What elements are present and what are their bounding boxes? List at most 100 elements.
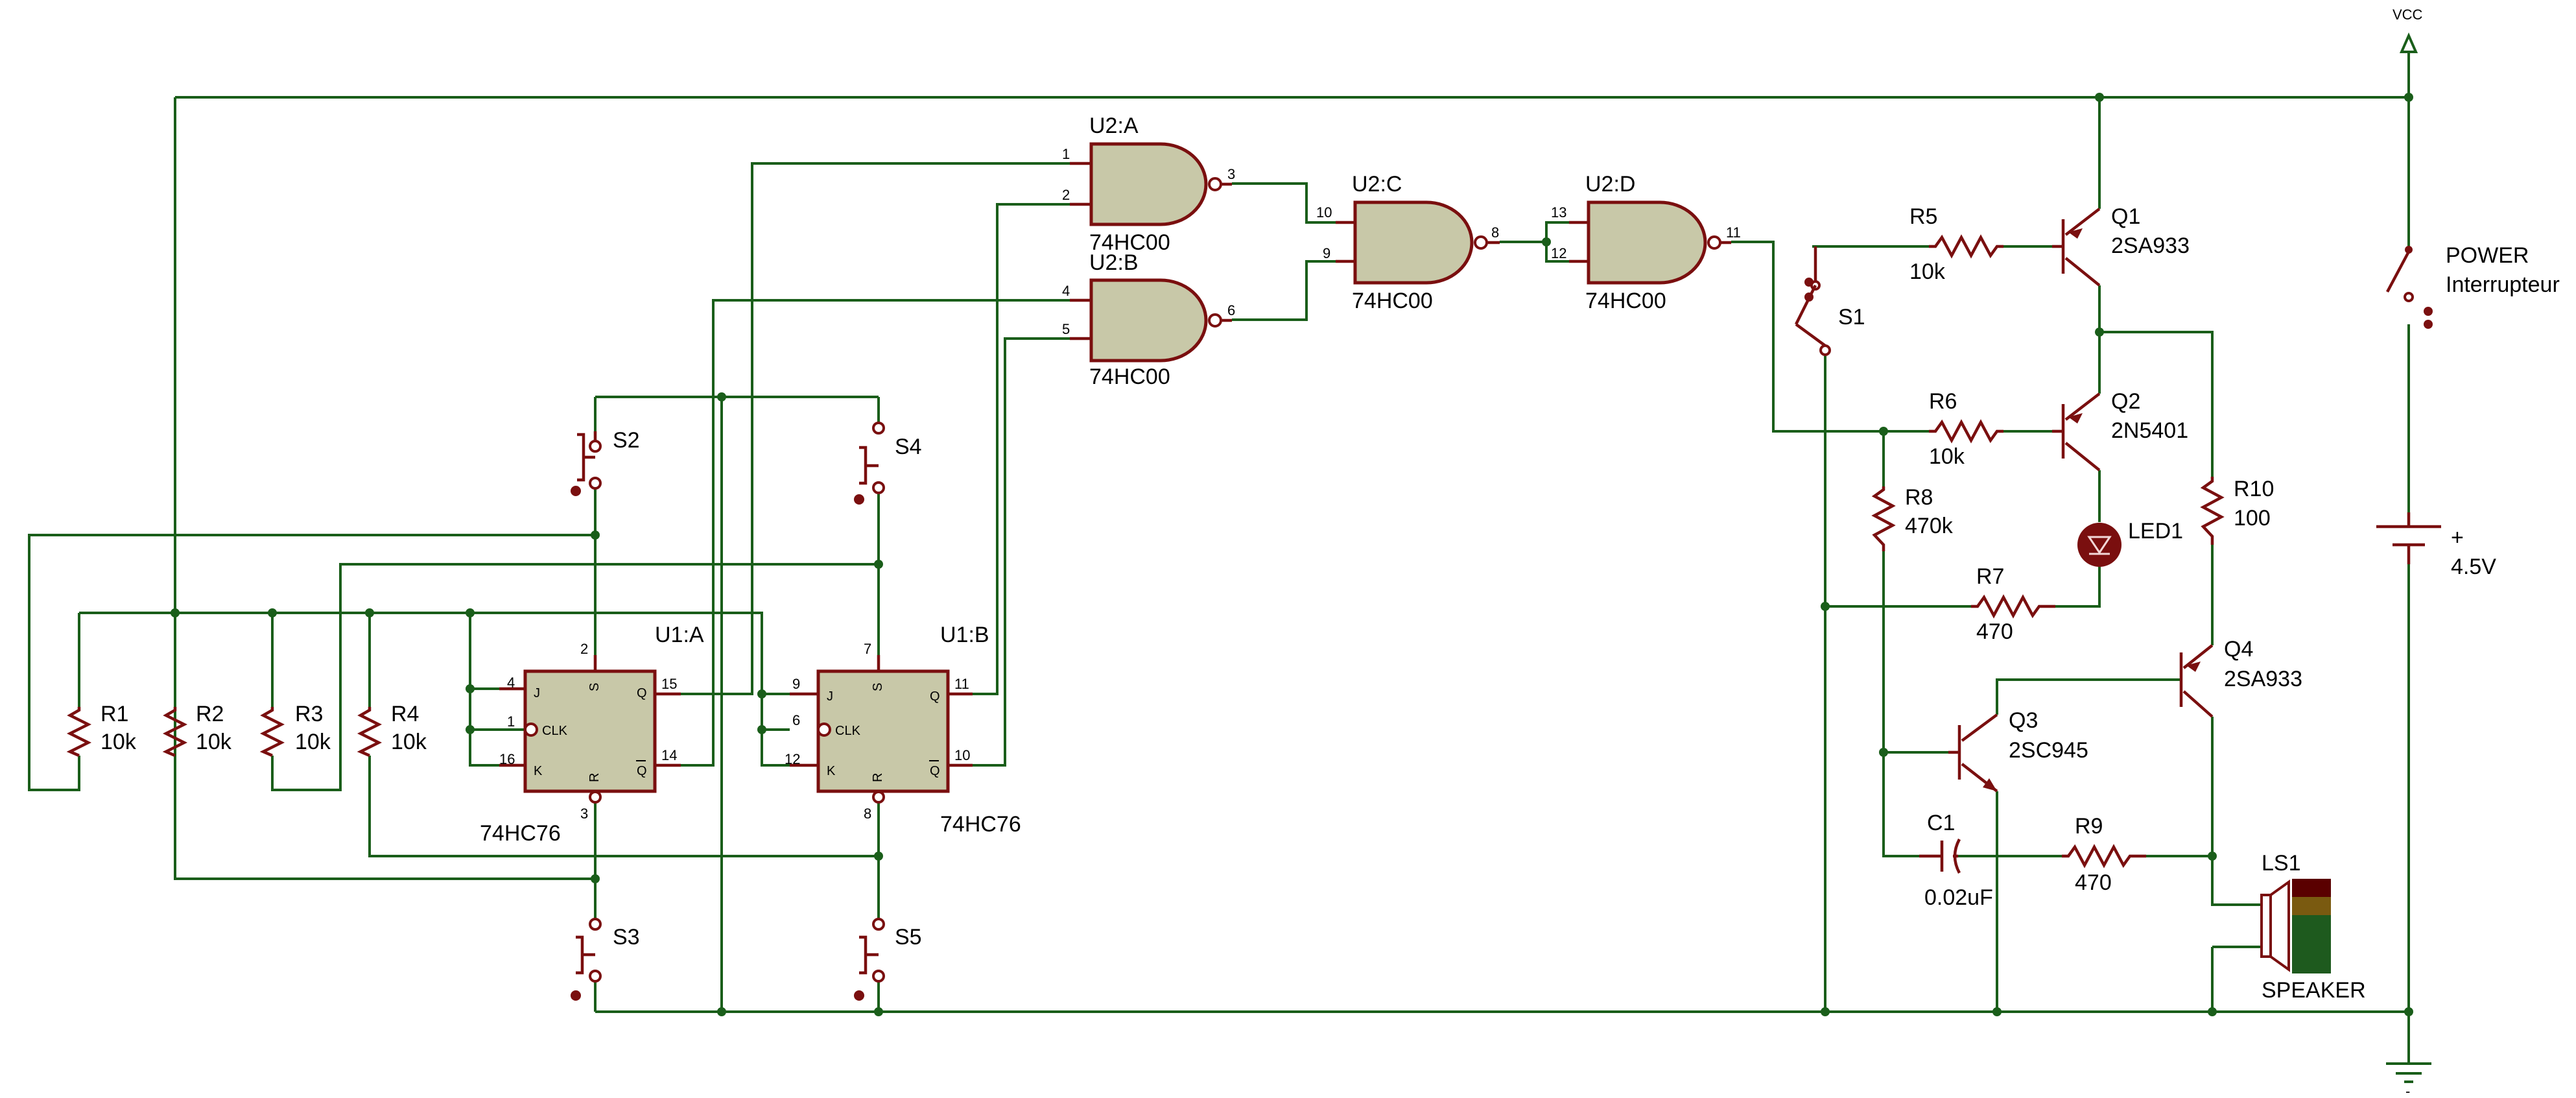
- resistor-r4: R4 10k: [357, 702, 427, 758]
- r8-name: R8: [1905, 485, 1933, 510]
- u1a-pin-k: K: [534, 764, 543, 778]
- battery: + 4.5V: [2376, 512, 2496, 579]
- u2c-part: 74HC00: [1352, 289, 1433, 313]
- power-switch-type: Interrupteur: [2446, 272, 2560, 297]
- switch-s3[interactable]: S3: [571, 918, 640, 1001]
- transistor-q3: Q3 2SC945: [1948, 708, 2088, 793]
- u2b-name: U2:B: [1089, 250, 1139, 275]
- r2-name: R2: [196, 702, 224, 726]
- u2d-name: U2:D: [1585, 172, 1635, 197]
- r2-value: 10k: [196, 730, 232, 754]
- u1a-num-qbar: 14: [661, 747, 677, 763]
- speaker-level-top: [2292, 879, 2331, 897]
- switch-s2[interactable]: S2: [571, 428, 640, 496]
- r7-name: R7: [1976, 564, 2004, 589]
- transistor-q4: Q4 2SA933: [2179, 637, 2302, 718]
- capacitor-c1: C1 0.02uF: [1919, 811, 1993, 910]
- resistor-r9: R9 470: [2062, 814, 2146, 895]
- u1b-pin-s: S: [871, 683, 885, 691]
- u2a-in2: 2: [1062, 187, 1070, 203]
- u2d-part: 74HC00: [1585, 289, 1666, 313]
- u1b-num-q: 11: [954, 676, 969, 692]
- q4-name: Q4: [2224, 637, 2253, 662]
- u2b-in2: 5: [1062, 321, 1070, 337]
- r7-value: 470: [1976, 619, 2013, 644]
- ground-symbol: -: [2386, 1062, 2431, 1098]
- battery-voltage: 4.5V: [2451, 555, 2496, 579]
- u1b-num-r: 8: [864, 806, 871, 822]
- u2c-in1: 10: [1316, 204, 1332, 221]
- q1-name: Q1: [2111, 204, 2140, 229]
- r3-value: 10k: [295, 730, 331, 754]
- u1a-pin-q: Q: [637, 686, 647, 700]
- speaker-level-low: [2292, 915, 2331, 973]
- r10-value: 100: [2234, 506, 2271, 531]
- r6-value: 10k: [1929, 444, 1965, 469]
- r9-name: R9: [2075, 814, 2103, 839]
- c1-name: C1: [1927, 811, 1955, 835]
- u2d-in2: 12: [1551, 245, 1566, 261]
- u2a-in1: 1: [1062, 146, 1070, 162]
- resistor-r6: R6 10k: [1929, 389, 2003, 469]
- r1-value: 10k: [100, 730, 137, 754]
- q3-part: 2SC945: [2009, 738, 2088, 763]
- r4-value: 10k: [391, 730, 427, 754]
- r5-name: R5: [1909, 204, 1937, 229]
- resistor-r7: R7 470: [1971, 564, 2055, 644]
- ls1-name: LS1: [2262, 851, 2301, 876]
- resistor-r5: R5 10k: [1909, 204, 2003, 284]
- q4-part: 2SA933: [2224, 667, 2302, 691]
- r10-name: R10: [2234, 477, 2274, 501]
- u2a-name: U2:A: [1089, 113, 1139, 138]
- speaker-ls1: LS1 SPEAKER: [2260, 851, 2366, 1003]
- u1b-name: U1:B: [940, 623, 989, 647]
- u2a-part: 74HC00: [1089, 230, 1170, 255]
- switch-s5[interactable]: S5: [854, 918, 922, 1001]
- switch-s1[interactable]: S1: [1794, 246, 1865, 356]
- u1a-num-q: 15: [661, 676, 677, 692]
- power-switch-name: POWER: [2446, 243, 2529, 268]
- resistor-r1: R1 10k: [66, 702, 137, 758]
- u1a-pin-j: J: [534, 686, 540, 700]
- r3-name: R3: [295, 702, 323, 726]
- u1a-num-k: 16: [499, 751, 515, 767]
- r1-name: R1: [100, 702, 128, 726]
- battery-plus: +: [2451, 525, 2464, 550]
- u1a-pin-s: S: [587, 683, 602, 691]
- nand-gate-u2c: 10 9 8 U2:C 74HC00: [1316, 172, 1500, 313]
- u1a-num-r: 3: [580, 806, 588, 822]
- s3-label: S3: [613, 925, 640, 949]
- u2b-part: 74HC00: [1089, 364, 1170, 389]
- vcc-label: VCC: [2393, 6, 2423, 23]
- led1-name: LED1: [2128, 519, 2183, 543]
- u1b-pin-qbar: Q: [930, 764, 940, 778]
- s2-label: S2: [613, 428, 640, 453]
- led1: LED1: [2077, 519, 2183, 567]
- u2d-in1: 13: [1551, 204, 1566, 221]
- nand-gate-u2a: 1 2 3 U2:A 74HC00: [1062, 113, 1235, 255]
- flipflop-u1b: J CLK K S R Q Q 9 6 12 7 8 11 10 U1:B 74…: [785, 623, 1021, 837]
- resistor-r3: R3 10k: [259, 702, 331, 758]
- s4-label: S4: [895, 435, 922, 459]
- switch-s4[interactable]: S4: [854, 422, 922, 505]
- wires: [28, 58, 2410, 1064]
- r6-name: R6: [1929, 389, 1957, 414]
- q3-name: Q3: [2009, 708, 2038, 733]
- q1-part: 2SA933: [2111, 233, 2190, 258]
- u2a-out: 3: [1227, 166, 1235, 182]
- transistor-q2: Q2 2N5401: [2052, 389, 2188, 471]
- u2d-out: 11: [1726, 224, 1741, 241]
- power-switch[interactable]: POWER Interrupteur: [2386, 243, 2560, 329]
- nand-gate-u2b: 4 5 6 U2:B 74HC00: [1062, 250, 1235, 389]
- r8-value: 470k: [1905, 514, 1954, 538]
- r4-name: R4: [391, 702, 419, 726]
- u1a-part: 74HC76: [480, 821, 561, 846]
- r9-value: 470: [2075, 870, 2112, 895]
- u1b-num-s: 7: [864, 641, 871, 657]
- u1b-pin-j: J: [827, 689, 833, 704]
- u1b-num-qbar: 10: [954, 747, 970, 763]
- s1-label: S1: [1838, 305, 1865, 329]
- u1b-pin-r: R: [871, 773, 885, 782]
- speaker-level-mid: [2292, 897, 2331, 915]
- u1a-pin-r: R: [587, 773, 602, 782]
